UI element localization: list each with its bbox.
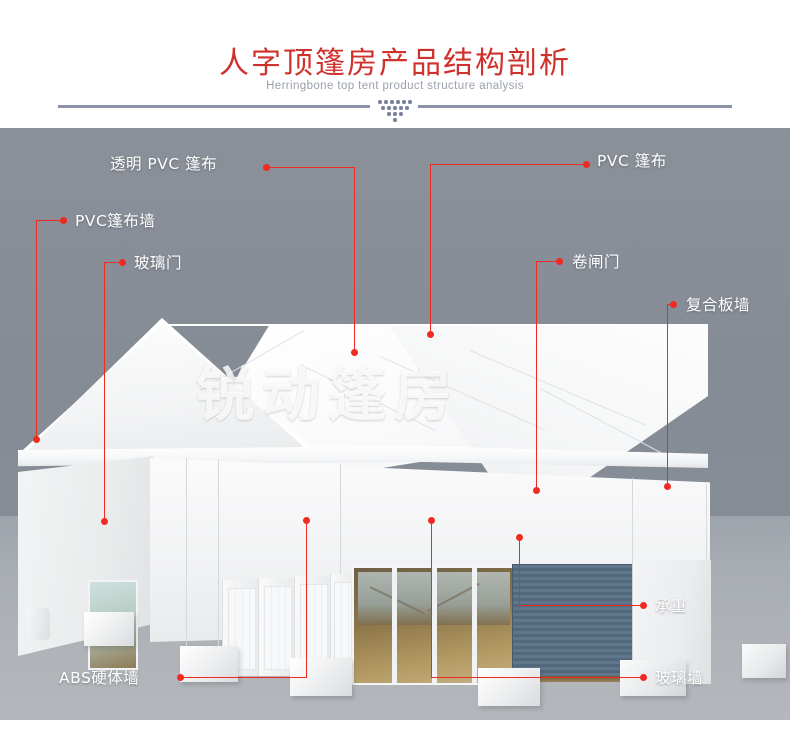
bottom-margin xyxy=(0,720,790,734)
ornament-dot xyxy=(387,111,391,117)
ornament-dot xyxy=(402,100,406,105)
ornament-dot xyxy=(393,117,397,123)
ornament-dot xyxy=(393,111,397,117)
ornament-dot xyxy=(408,100,412,105)
ballast-block xyxy=(620,660,686,696)
watermark-text: 锐动篷房 xyxy=(196,361,461,429)
ballast-block xyxy=(180,646,238,682)
dot-pyramid-row xyxy=(370,105,420,111)
ballast-block xyxy=(290,658,352,696)
divider-rule-right xyxy=(418,105,732,108)
tent-render-image: 锐动篷房 xyxy=(0,128,790,720)
glass-wall-bay xyxy=(352,566,516,685)
ornament-dot xyxy=(393,105,397,111)
ornament-dot xyxy=(405,105,409,111)
roof-ridge-line xyxy=(158,324,630,326)
ornament-dot xyxy=(399,111,403,117)
ornament-dot xyxy=(384,100,388,105)
ornament-dot xyxy=(387,105,391,111)
ornament-dot xyxy=(381,105,385,111)
page-title: 人字顶篷房产品结构剖析 xyxy=(219,46,571,81)
header: 人字顶篷房产品结构剖析 Herringbone top tent product… xyxy=(0,0,790,128)
glass-mullion xyxy=(472,568,477,683)
ballast-block xyxy=(478,668,540,706)
ballast-block xyxy=(26,608,50,640)
rolling-shutter-door-panel xyxy=(512,564,634,682)
ornament-dot xyxy=(390,100,394,105)
glass-mullion xyxy=(432,568,437,683)
dot-pyramid-row xyxy=(370,100,420,105)
divider-rule-left xyxy=(58,105,370,108)
ornament-dot xyxy=(378,100,382,105)
wall-panel-divider xyxy=(186,458,188,648)
dot-pyramid-ornament xyxy=(370,100,420,128)
glass-mullion xyxy=(392,568,397,683)
ballast-block xyxy=(84,612,134,646)
page-subtitle: Herringbone top tent product structure a… xyxy=(266,80,524,92)
ballast-block xyxy=(742,644,786,678)
wall-panel-divider xyxy=(218,459,220,649)
dot-pyramid-row xyxy=(370,111,420,117)
shutter-floor-strip xyxy=(512,676,632,682)
dot-pyramid-row xyxy=(370,117,420,123)
tent-structure: 锐动篷房 xyxy=(0,128,790,720)
wall-panel-divider xyxy=(340,464,342,654)
ornament-dot xyxy=(399,105,403,111)
ornament-dot xyxy=(396,100,400,105)
